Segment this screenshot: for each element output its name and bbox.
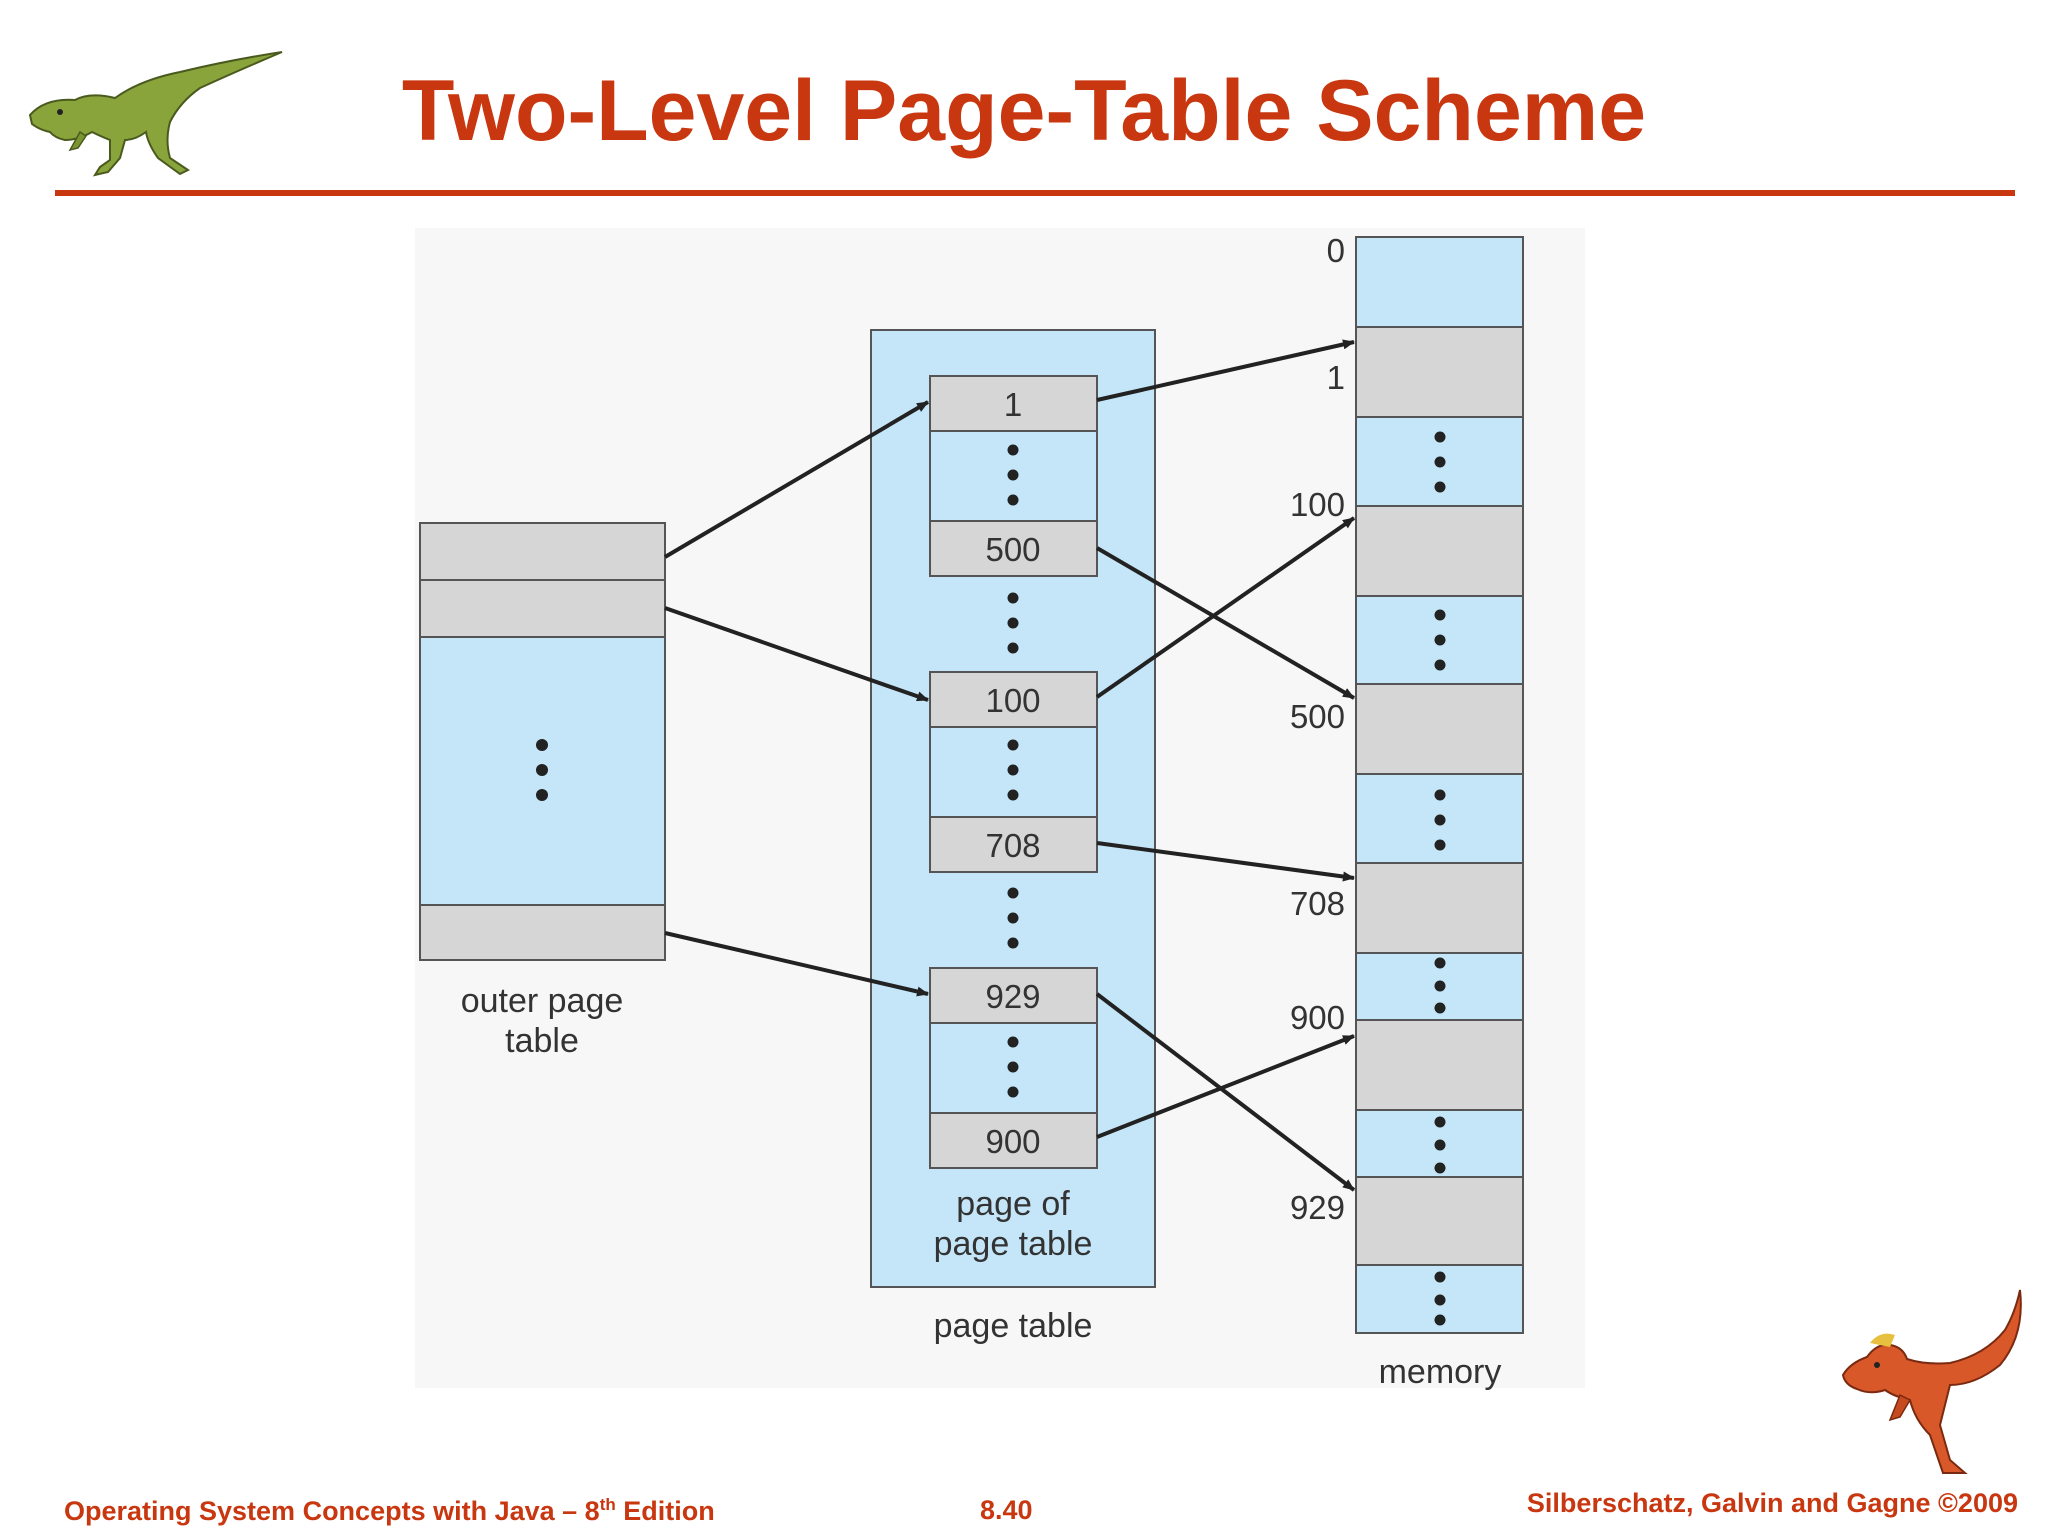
title-rule [55, 190, 2015, 196]
arrow-outer-to-100 [664, 606, 929, 702]
memory-frame [1355, 1176, 1524, 1266]
arrow-1-to-memory [1096, 339, 1355, 402]
memory-frame [1355, 683, 1524, 775]
entry-label: 100 [985, 682, 1040, 719]
page-of-page-table-label: page of [956, 1185, 1070, 1223]
outer-entry [419, 904, 666, 961]
memory-column [1355, 236, 1524, 1334]
memory-address-label: 900 [1290, 999, 1345, 1036]
memory-address-label: 708 [1290, 885, 1345, 922]
footer-book-title: Operating System Concepts with Java – 8t… [64, 1495, 715, 1526]
memory-frame [1355, 505, 1524, 597]
ellipsis [1007, 887, 1019, 949]
slide-title: Two-Level Page-Table Scheme [401, 63, 1647, 159]
arrow-708-to-memory [1096, 841, 1355, 882]
page-of-page-table-3 [929, 967, 1098, 1169]
memory-address-label: 929 [1290, 1189, 1345, 1226]
ellipsis [536, 739, 548, 801]
outer-entry [419, 579, 666, 638]
memory-frame [1355, 1019, 1524, 1111]
outer-page-table-label-2: table [505, 1022, 579, 1060]
page-of-page-table-label-2: page table [934, 1225, 1093, 1263]
arrow-900-to-memory [1096, 1034, 1355, 1139]
page-of-page-table-2 [929, 671, 1098, 873]
arrow-100-to-memory [1095, 516, 1356, 699]
outer-page-table [419, 522, 666, 961]
entry-label: 929 [985, 978, 1040, 1015]
arrow-929-to-memory [1095, 992, 1356, 1192]
arrow-500-to-memory [1095, 546, 1356, 700]
memory-address-label: 0 [1327, 232, 1345, 269]
entry-label: 1 [1004, 386, 1022, 423]
arrow-outer-to-1 [663, 400, 930, 559]
footer-authors: Silberschatz, Galvin and Gagne ©2009 [1526, 1488, 2018, 1518]
memory-label: memory [1379, 1353, 1502, 1391]
ellipsis [1007, 592, 1019, 654]
page-table-label: page table [934, 1307, 1093, 1345]
memory-address-label: 500 [1290, 698, 1345, 735]
memory-address-label: 1 [1327, 359, 1345, 396]
outer-page-table-label: outer page [461, 982, 624, 1020]
memory-frame [1355, 862, 1524, 954]
outer-entry [419, 522, 666, 581]
memory-address-label: 100 [1290, 486, 1345, 523]
entry-label: 900 [985, 1123, 1040, 1160]
green-dinosaur-logo [28, 51, 283, 177]
footer-slide-number: 8.40 [980, 1495, 1033, 1525]
memory-frame [1355, 326, 1524, 418]
red-dinosaur-logo [1841, 1289, 2022, 1474]
arrow-outer-to-929 [664, 931, 929, 997]
entry-label: 708 [985, 827, 1040, 864]
entry-label: 500 [985, 531, 1040, 568]
